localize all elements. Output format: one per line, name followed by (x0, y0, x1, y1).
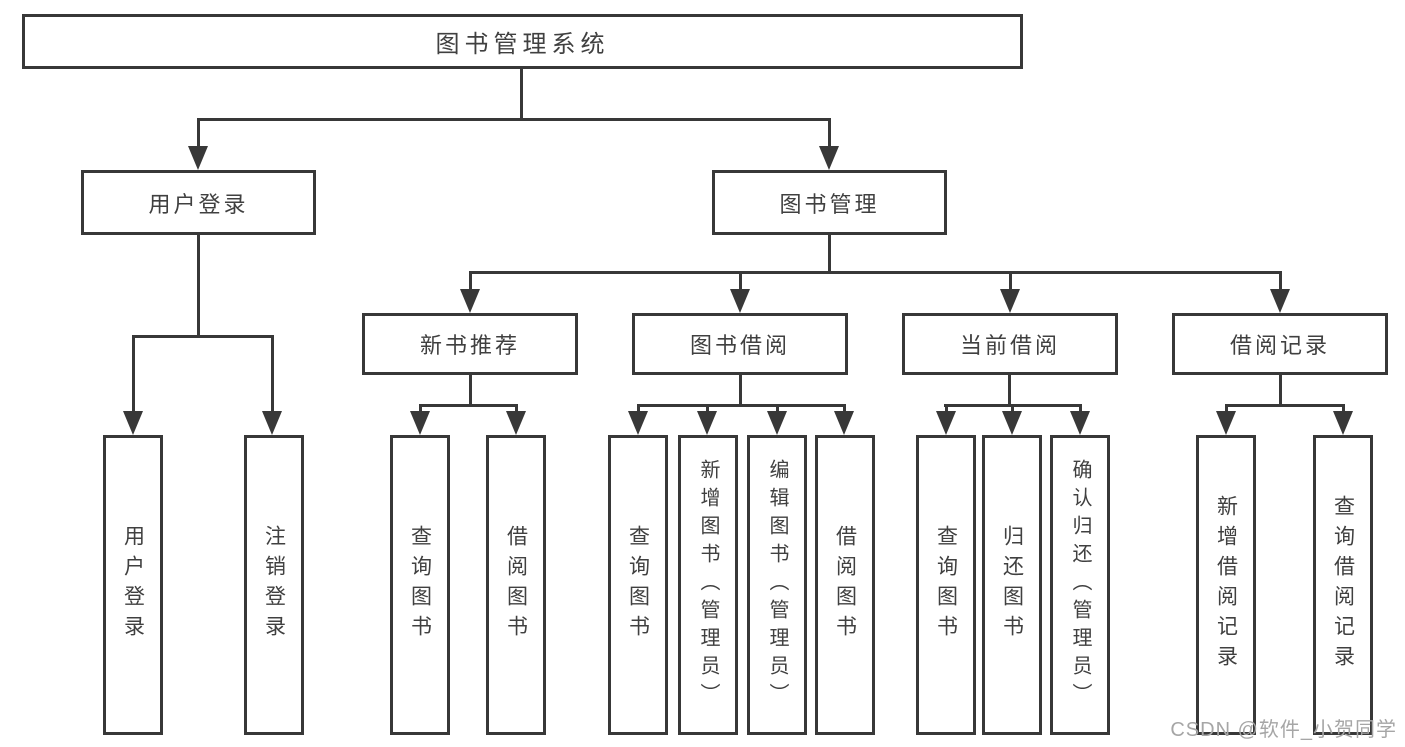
arrow-down-icon (1216, 411, 1236, 435)
node-user-login: 用户登录 (81, 170, 316, 235)
arrow-down-icon (1333, 411, 1353, 435)
arrow-down-icon (1270, 289, 1290, 313)
arrow-down-icon (819, 146, 839, 170)
arrow-down-icon (628, 411, 648, 435)
connector-drop-nbr-borrow (515, 404, 518, 416)
connector-drop-book-borrowing (739, 271, 742, 291)
leaf-bb-edit-books-admin: 编辑图书（管理员） (747, 435, 807, 735)
node-borrowing-records: 借阅记录 (1172, 313, 1388, 375)
leaf-bb-query-books: 查询图书 (608, 435, 668, 735)
connector-drop-cb-confirm (1079, 404, 1082, 416)
connector-drop-login (132, 335, 135, 413)
connector-user-login-stem (197, 235, 200, 335)
connector-br-bar (1225, 404, 1345, 407)
connector-drop-bb-query (637, 404, 640, 416)
arrow-down-icon (834, 411, 854, 435)
connector-drop-nbr-query (419, 404, 422, 416)
arrow-down-icon (506, 411, 526, 435)
arrow-down-icon (410, 411, 430, 435)
node-book-borrowing: 图书借阅 (632, 313, 848, 375)
leaf-cb-return-books: 归还图书 (982, 435, 1042, 735)
arrow-down-icon (1002, 411, 1022, 435)
node-root: 图书管理系统 (22, 14, 1023, 69)
connector-drop-book-management (828, 118, 831, 150)
node-book-management: 图书管理 (712, 170, 947, 235)
connector-cb-stem (1008, 375, 1011, 406)
node-current-borrowing: 当前借阅 (902, 313, 1118, 375)
arrow-down-icon (697, 411, 717, 435)
leaf-cb-query-books: 查询图书 (916, 435, 976, 735)
connector-drop-new-book-recommend (469, 271, 472, 291)
arrow-down-icon (767, 411, 787, 435)
connector-nbr-bar (419, 404, 518, 407)
connector-drop-borrowing-records (1279, 271, 1282, 291)
leaf-bb-borrow-books: 借阅图书 (815, 435, 875, 735)
connector-root-stem (520, 69, 523, 120)
connector-book-management-stem (828, 235, 831, 273)
connector-drop-br-query (1342, 404, 1345, 416)
connector-level3-bar (469, 271, 1282, 274)
leaf-cb-confirm-return-admin: 确认归还（管理员） (1050, 435, 1110, 735)
connector-drop-bb-edit (776, 404, 779, 416)
leaf-nbr-query-books: 查询图书 (390, 435, 450, 735)
csdn-watermark: CSDN @软件_小贺同学 (1170, 719, 1397, 741)
leaf-br-add-record: 新增借阅记录 (1196, 435, 1256, 735)
connector-drop-logout (271, 335, 274, 413)
leaf-nbr-borrow-books: 借阅图书 (486, 435, 546, 735)
arrow-down-icon (188, 146, 208, 170)
connector-bb-bar (637, 404, 846, 407)
arrow-down-icon (1000, 289, 1020, 313)
connector-drop-current-borrowing (1009, 271, 1012, 291)
arrow-down-icon (1070, 411, 1090, 435)
connector-bb-stem (739, 375, 742, 406)
connector-drop-bb-add (706, 404, 709, 416)
leaf-user-login: 用户登录 (103, 435, 163, 735)
connector-br-stem (1279, 375, 1282, 406)
connector-drop-br-add (1225, 404, 1228, 416)
node-new-book-recommend: 新书推荐 (362, 313, 578, 375)
connector-drop-bb-borrow (843, 404, 846, 416)
connector-drop-cb-query (945, 404, 948, 416)
connector-drop-cb-return (1011, 404, 1014, 416)
connector-user-login-bar (132, 335, 274, 338)
arrow-down-icon (730, 289, 750, 313)
arrow-down-icon (123, 411, 143, 435)
connector-drop-user-login (197, 118, 200, 150)
leaf-br-query-record: 查询借阅记录 (1313, 435, 1373, 735)
leaf-bb-add-books-admin: 新增图书（管理员） (678, 435, 738, 735)
arrow-down-icon (936, 411, 956, 435)
arrow-down-icon (262, 411, 282, 435)
connector-root-bar (197, 118, 831, 121)
arrow-down-icon (460, 289, 480, 313)
connector-nbr-stem (469, 375, 472, 406)
leaf-logout: 注销登录 (244, 435, 304, 735)
